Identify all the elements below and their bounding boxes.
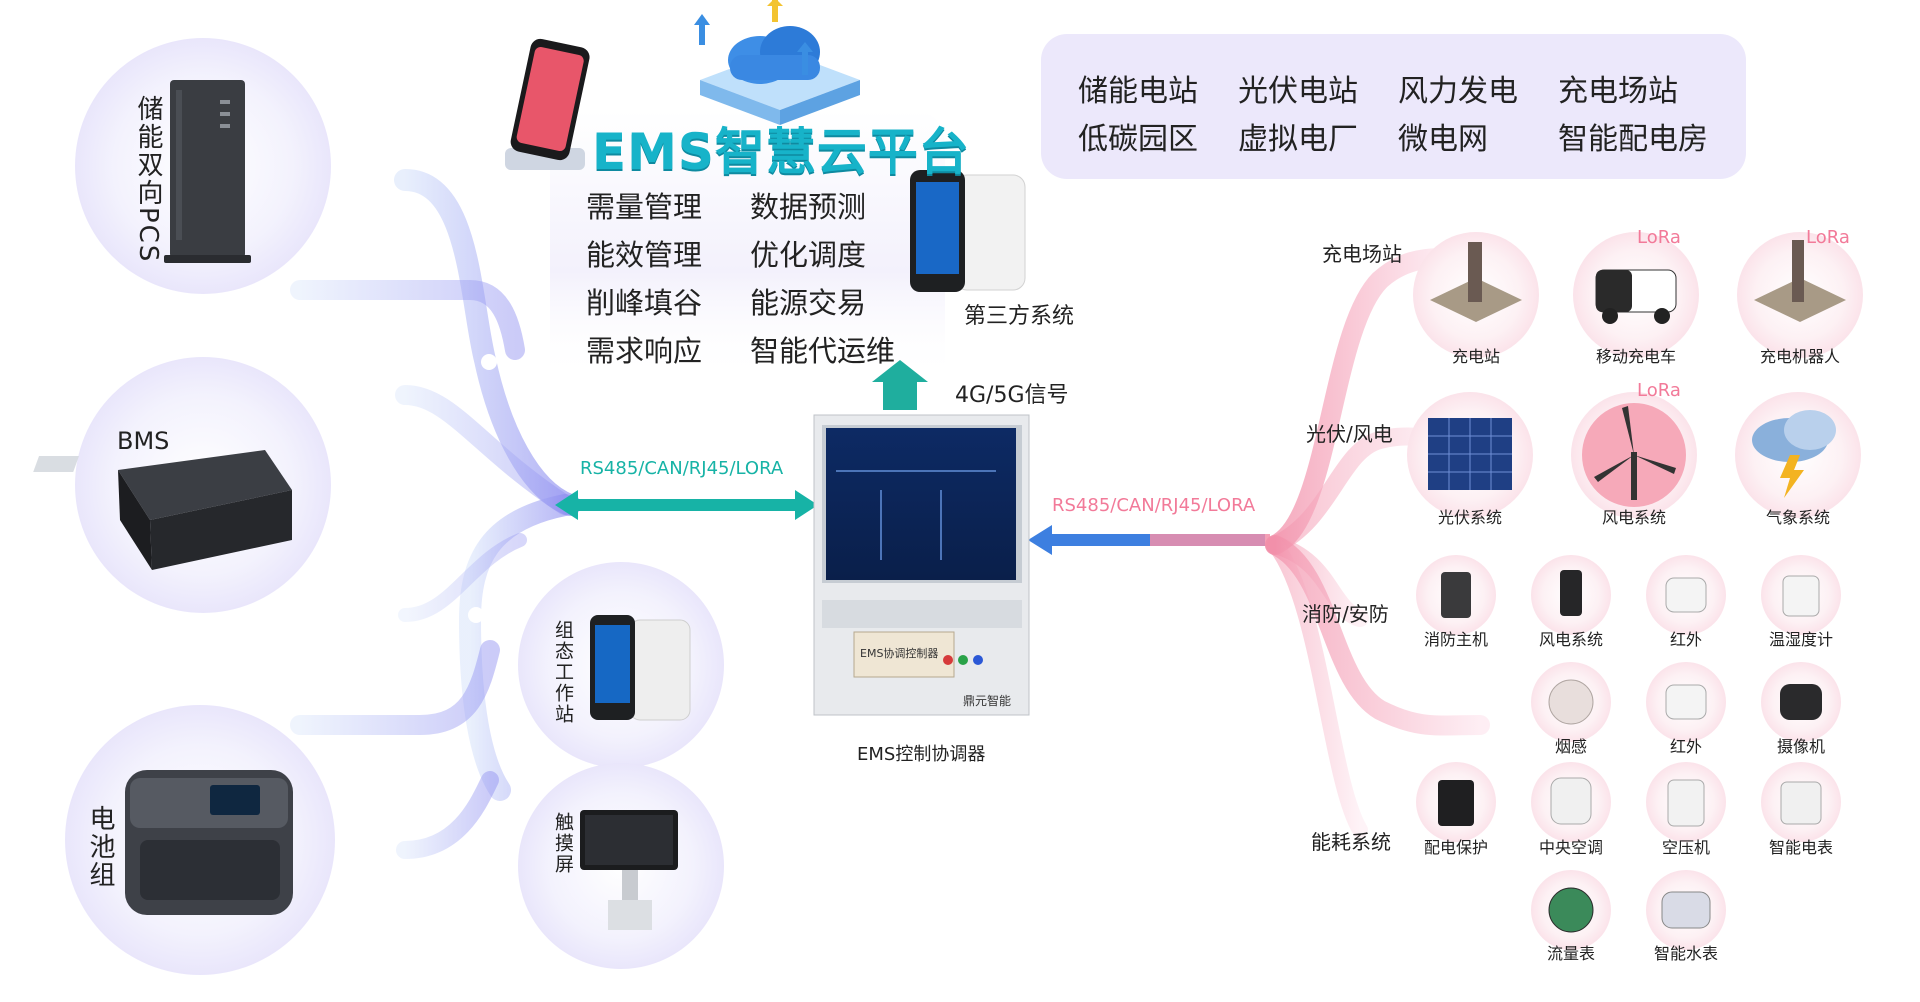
lora-tag: LoRa	[1637, 380, 1681, 401]
device-label: 充电站	[1451, 347, 1500, 366]
category-label: 光伏/风电	[1306, 422, 1393, 446]
cloud-panel-bg	[550, 110, 945, 380]
device-label: 烟感	[1554, 737, 1587, 756]
controller-panel-label: EMS协调控制器	[860, 647, 939, 660]
battery-label: 电池组	[85, 805, 115, 889]
signal-arrow	[872, 360, 928, 410]
bms-unit-image	[33, 450, 292, 570]
node-dot	[468, 607, 484, 623]
category-label: 充电场站	[1322, 242, 1402, 266]
feature-item: 削峰填谷	[586, 286, 703, 320]
feature-item: 智能代运维	[750, 334, 896, 368]
scenario-panel	[1041, 34, 1746, 179]
scenario-item: 低碳园区	[1078, 122, 1198, 157]
device-label: 充电机器人	[1759, 347, 1840, 366]
device-label: 风电系统	[1601, 508, 1666, 527]
device-label: 配电保护	[1423, 838, 1488, 857]
scenario-item: 虚拟电厂	[1238, 122, 1358, 157]
workstation-label: 组态工作站	[552, 620, 574, 725]
touchscreen-label: 触摸屏	[552, 812, 574, 875]
right-protocol-arrow	[1028, 525, 1270, 555]
device-label: 智能电表	[1768, 838, 1833, 857]
device-label: 红外	[1669, 630, 1702, 649]
signal-label: 4G/5G信号	[955, 383, 1069, 408]
device-label: 消防主机	[1423, 630, 1488, 649]
right-device-images	[1428, 240, 1846, 933]
scenario-item: 风力发电	[1398, 74, 1518, 109]
device-label: 温湿度计	[1768, 630, 1833, 649]
lora-tag: LoRa	[1806, 227, 1850, 248]
workstation-image	[590, 615, 691, 721]
bms-label: BMS	[117, 427, 170, 455]
third-party-label: 第三方系统	[964, 304, 1075, 329]
category-label: 能耗系统	[1311, 830, 1391, 854]
device-label: 摄像机	[1776, 737, 1825, 756]
category-label: 消防/安防	[1302, 602, 1389, 626]
right-protocol-label: RS485/CAN/RJ45/LORA	[1052, 495, 1256, 516]
device-label: 智能水表	[1653, 944, 1718, 963]
third-party-kiosk-image	[910, 170, 1026, 292]
battery-pack-image	[125, 770, 293, 915]
scenario-item: 充电场站	[1558, 74, 1678, 109]
device-label: 红外	[1669, 737, 1702, 756]
device-label: 流量表	[1546, 944, 1595, 963]
cloud-platform-title: EMS智慧云平台	[592, 123, 970, 181]
device-label: 风电系统	[1538, 630, 1603, 649]
scenario-item: 微电网	[1398, 122, 1488, 157]
phone-image	[505, 38, 590, 170]
ems-controller-image	[813, 414, 1030, 716]
device-label: 空压机	[1661, 838, 1710, 857]
node-dot	[481, 354, 497, 370]
touchscreen-image	[580, 810, 678, 930]
device-label: 气象系统	[1765, 508, 1830, 527]
feature-item: 优化调度	[750, 238, 867, 272]
controller-caption: EMS控制协调器	[857, 744, 986, 765]
pcs-label: 储能双向PCS	[133, 95, 163, 264]
feature-item: 能源交易	[750, 286, 867, 320]
left-connectors	[290, 169, 581, 859]
device-label: 光伏系统	[1437, 508, 1502, 527]
device-label: 中央空调	[1538, 838, 1603, 857]
pcs-cabinet-image	[164, 80, 251, 263]
device-label: 移动充电车	[1595, 347, 1676, 366]
left-protocol-label: RS485/CAN/RJ45/LORA	[580, 458, 784, 479]
cloud-platform-image	[694, 0, 860, 125]
lora-tag: LoRa	[1637, 227, 1681, 248]
scenario-item: 光伏电站	[1238, 74, 1358, 109]
left-protocol-arrow	[555, 490, 818, 520]
scenario-item: 储能电站	[1078, 74, 1198, 109]
brand-label: 鼎元智能	[963, 694, 1012, 708]
scenario-item: 智能配电房	[1558, 122, 1708, 157]
feature-item: 数据预测	[750, 190, 867, 224]
feature-item: 需求响应	[586, 334, 703, 368]
feature-item: 能效管理	[586, 238, 703, 272]
feature-item: 需量管理	[586, 190, 703, 224]
